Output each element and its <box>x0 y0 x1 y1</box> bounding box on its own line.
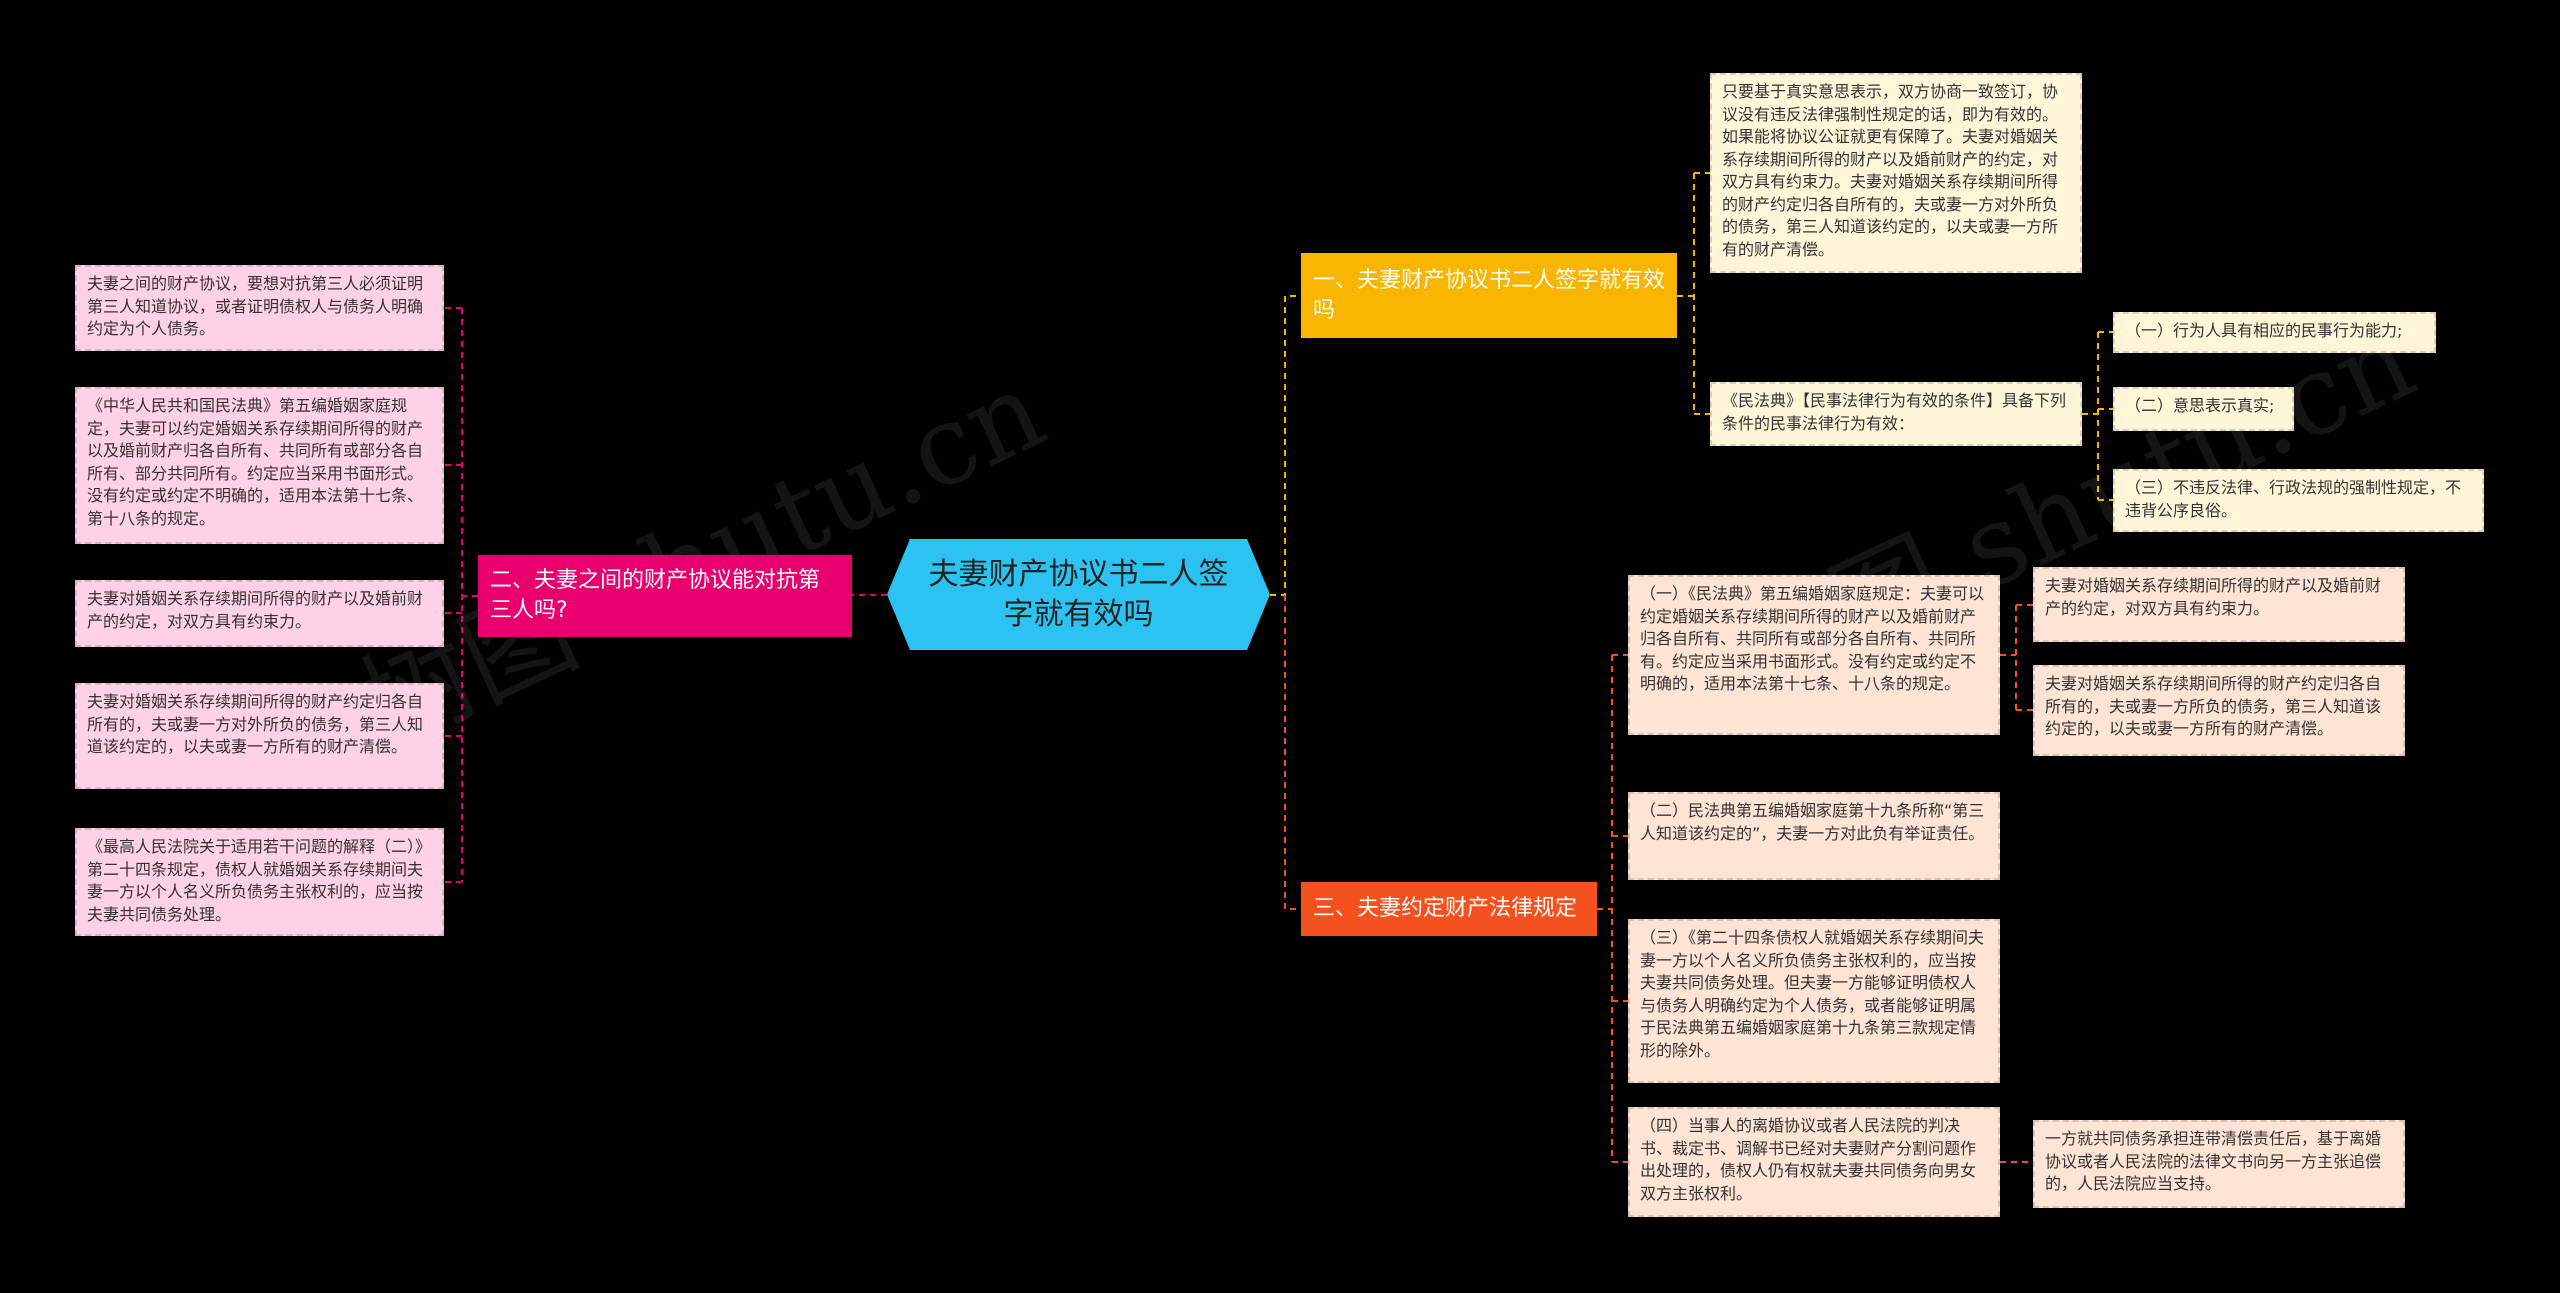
branch-2-leaf-1[interactable]: 夫妻之间的财产协议，要想对抗第三人必须证明第三人知道协议，或者证明债权人与债务人… <box>75 265 444 351</box>
leaf-text: （四）当事人的离婚协议或者人民法院的判决书、裁定书、调解书已经对夫妻财产分割问题… <box>1640 1116 1977 1203</box>
branch-3-leaf-2[interactable]: （二）民法典第五编婚姻家庭第十九条所称“第三人知道该约定的”，夫妻一方对此负有举… <box>1628 792 2000 880</box>
central-topic-label: 夫妻财产协议书二人签字就有效吗 <box>928 556 1229 632</box>
branch-2-leaf-4[interactable]: 夫妻对婚姻关系存续期间所得的财产约定归各自所有的，夫或妻一方对外所负的债务，第三… <box>75 683 444 789</box>
branch-3-leaf-4[interactable]: （四）当事人的离婚协议或者人民法院的判决书、裁定书、调解书已经对夫妻财产分割问题… <box>1628 1107 2000 1217</box>
leaf-text: 夫妻对婚姻关系存续期间所得的财产以及婚前财产的约定，对双方具有约束力。 <box>2045 576 2382 618</box>
branch-1-leaf-2[interactable]: 《民法典》【民事法律行为有效的条件】具备下列条件的民事法律行为有效： <box>1710 382 2082 446</box>
branch-3-subleaf-3[interactable]: 一方就共同债务承担连带清偿责任后，基于离婚协议或者人民法院的法律文书向另一方主张… <box>2033 1120 2405 1208</box>
branch-1-leaf-1[interactable]: 只要基于真实意思表示，双方协商一致签订，协议没有违反法律强制性规定的话，即为有效… <box>1710 73 2082 273</box>
leaf-text: 《民法典》【民事法律行为有效的条件】具备下列条件的民事法律行为有效： <box>1722 391 2067 433</box>
leaf-text: （一）《民法典》第五编婚姻家庭规定：夫妻可以约定婚姻关系存续期间所得的财产以及婚… <box>1640 584 1985 693</box>
condition-1[interactable]: （一）行为人具有相应的民事行为能力; <box>2113 312 2436 353</box>
leaf-text: （二）民法典第五编婚姻家庭第十九条所称“第三人知道该约定的”，夫妻一方对此负有举… <box>1640 801 1985 843</box>
leaf-text: 《中华人民共和国民法典》第五编婚姻家庭规定，夫妻可以约定婚姻关系存续期间所得的财… <box>87 396 424 528</box>
branch-3-subleaf-1[interactable]: 夫妻对婚姻关系存续期间所得的财产以及婚前财产的约定，对双方具有约束力。 <box>2033 567 2405 642</box>
leaf-text: （三）《第二十四条债权人就婚姻关系存续期间夫妻一方以个人名义所负债务主张权利的，… <box>1640 928 1985 1060</box>
condition-2[interactable]: （二）意思表示真实; <box>2113 387 2294 431</box>
branch-2-label: 二、夫妻之间的财产协议能对抗第三人吗? <box>490 568 821 623</box>
leaf-text: 夫妻对婚姻关系存续期间所得的财产以及婚前财产的约定，对双方具有约束力。 <box>87 589 424 631</box>
branch-2-leaf-3[interactable]: 夫妻对婚姻关系存续期间所得的财产以及婚前财产的约定，对双方具有约束力。 <box>75 580 444 647</box>
branch-1-label: 一、夫妻财产协议书二人签字就有效吗 <box>1313 267 1666 323</box>
branch-3-topic[interactable]: 三、夫妻约定财产法律规定 <box>1301 882 1597 936</box>
branch-2-leaf-5[interactable]: 《最高人民法院关于适用若干问题的解释（二）》第二十四条规定，债权人就婚姻关系存续… <box>75 828 444 936</box>
leaf-text: （三）不违反法律、行政法规的强制性规定，不违背公序良俗。 <box>2125 478 2462 520</box>
leaf-text: 《最高人民法院关于适用若干问题的解释（二）》第二十四条规定，债权人就婚姻关系存续… <box>87 837 432 924</box>
central-topic[interactable]: 夫妻财产协议书二人签字就有效吗 <box>887 539 1270 650</box>
condition-3[interactable]: （三）不违反法律、行政法规的强制性规定，不违背公序良俗。 <box>2113 469 2484 532</box>
leaf-text: 一方就共同债务承担连带清偿责任后，基于离婚协议或者人民法院的法律文书向另一方主张… <box>2045 1129 2382 1193</box>
branch-2-topic[interactable]: 二、夫妻之间的财产协议能对抗第三人吗? <box>478 555 852 637</box>
leaf-text: 夫妻之间的财产协议，要想对抗第三人必须证明第三人知道协议，或者证明债权人与债务人… <box>87 274 424 338</box>
leaf-text: 夫妻对婚姻关系存续期间所得的财产约定归各自所有的，夫或妻一方对外所负的债务，第三… <box>87 692 424 756</box>
leaf-text: （二）意思表示真实; <box>2125 396 2275 415</box>
leaf-text: 夫妻对婚姻关系存续期间所得的财产约定归各自所有的，夫或妻一方所负的债务，第三人知… <box>2045 674 2382 738</box>
branch-3-leaf-3[interactable]: （三）《第二十四条债权人就婚姻关系存续期间夫妻一方以个人名义所负债务主张权利的，… <box>1628 919 2000 1083</box>
branch-3-label: 三、夫妻约定财产法律规定 <box>1313 896 1578 921</box>
branch-3-subleaf-2[interactable]: 夫妻对婚姻关系存续期间所得的财产约定归各自所有的，夫或妻一方所负的债务，第三人知… <box>2033 665 2405 756</box>
branch-3-leaf-1[interactable]: （一）《民法典》第五编婚姻家庭规定：夫妻可以约定婚姻关系存续期间所得的财产以及婚… <box>1628 575 2000 735</box>
leaf-text: （一）行为人具有相应的民事行为能力; <box>2125 321 2403 340</box>
leaf-text: 只要基于真实意思表示，双方协商一致签订，协议没有违反法律强制性规定的话，即为有效… <box>1722 82 2059 259</box>
branch-2-leaf-2[interactable]: 《中华人民共和国民法典》第五编婚姻家庭规定，夫妻可以约定婚姻关系存续期间所得的财… <box>75 387 444 544</box>
branch-1-topic[interactable]: 一、夫妻财产协议书二人签字就有效吗 <box>1301 253 1677 338</box>
